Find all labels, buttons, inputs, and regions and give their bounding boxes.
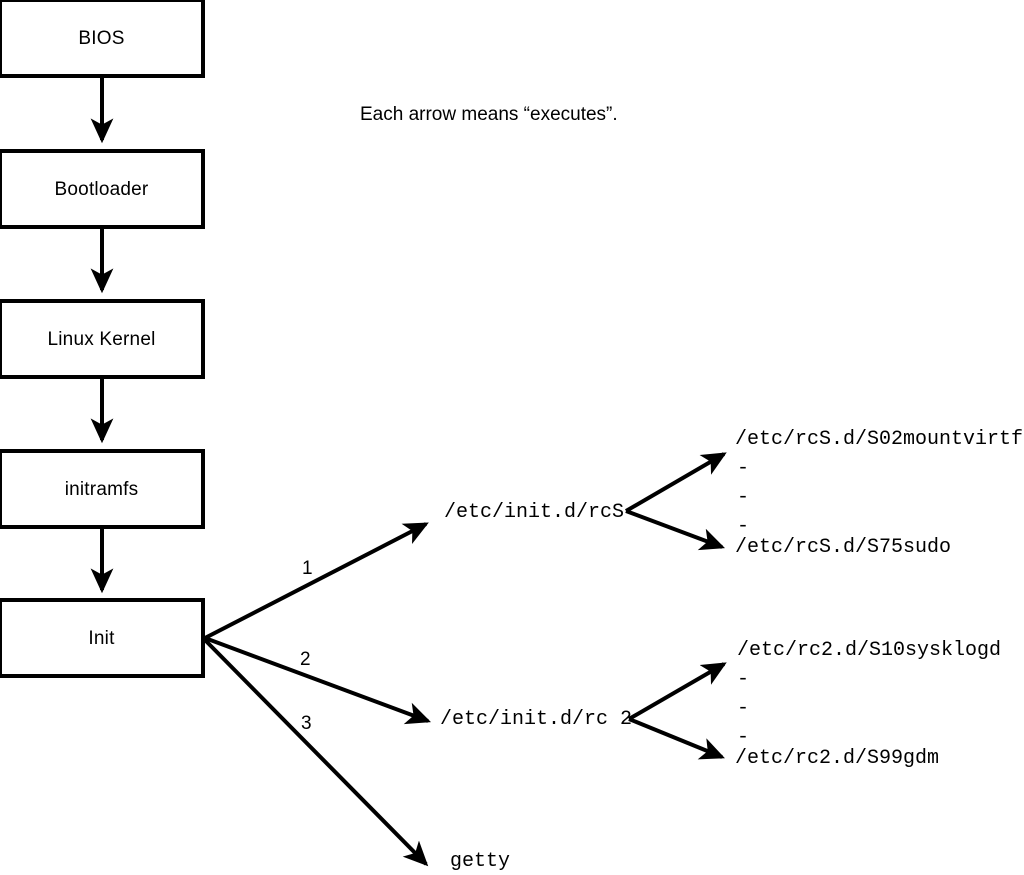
label-rcs-first-script[interactable]: /etc/rcS.d/S02mountvirtfs: [735, 428, 1024, 451]
rcs-ellipsis-dash-1: -: [737, 457, 750, 480]
rc2-ellipsis-dash-3: -: [737, 726, 750, 749]
rc2-ellipsis-dash-2: -: [737, 697, 750, 720]
rcs-ellipsis-dash-2: -: [737, 486, 750, 509]
edge-number-1: 1: [302, 558, 313, 579]
node-init-label: Init: [88, 627, 115, 649]
arrow-rc2-to-first-script: [627, 662, 727, 721]
node-bootloader-label: Bootloader: [54, 178, 149, 200]
rc2-ellipsis-dash-1: -: [737, 668, 750, 691]
diagram-note: Each arrow means “executes”.: [360, 104, 618, 125]
label-rc2-first-script[interactable]: /etc/rc2.d/S10sysklogd: [737, 639, 1002, 662]
node-initramfs[interactable]: initramfs: [0, 449, 205, 529]
label-rc2-last-script[interactable]: /etc/rc2.d/S99gdm: [735, 747, 940, 770]
rcs-ellipsis-dash-3: -: [737, 515, 750, 538]
arrow-init-to-rc2: [204, 636, 431, 725]
edge-number-3: 3: [301, 713, 312, 734]
arrow-rcs-to-first-script: [624, 452, 727, 513]
arrow-init-to-rcs: [204, 522, 429, 640]
arrow-rc2-to-last-script: [628, 717, 725, 760]
node-initramfs-label: initramfs: [64, 478, 139, 500]
node-linux-kernel-label: Linux Kernel: [47, 328, 156, 350]
arrow-init-to-getty: [203, 638, 429, 867]
node-bios[interactable]: BIOS: [0, 0, 205, 78]
label-etc-init-d-rc-2[interactable]: /etc/init.d/rc 2: [440, 708, 633, 731]
node-init[interactable]: Init: [0, 598, 205, 678]
label-getty[interactable]: getty: [450, 850, 511, 873]
edge-number-2: 2: [300, 649, 311, 670]
node-linux-kernel[interactable]: Linux Kernel: [0, 299, 205, 379]
arrow-rcs-to-last-script: [625, 509, 725, 551]
label-rcs-last-script[interactable]: /etc/rcS.d/S75sudo: [735, 536, 952, 559]
node-bootloader[interactable]: Bootloader: [0, 149, 205, 229]
label-etc-init-d-rcs[interactable]: /etc/init.d/rcS: [444, 501, 625, 524]
node-bios-label: BIOS: [78, 27, 125, 49]
